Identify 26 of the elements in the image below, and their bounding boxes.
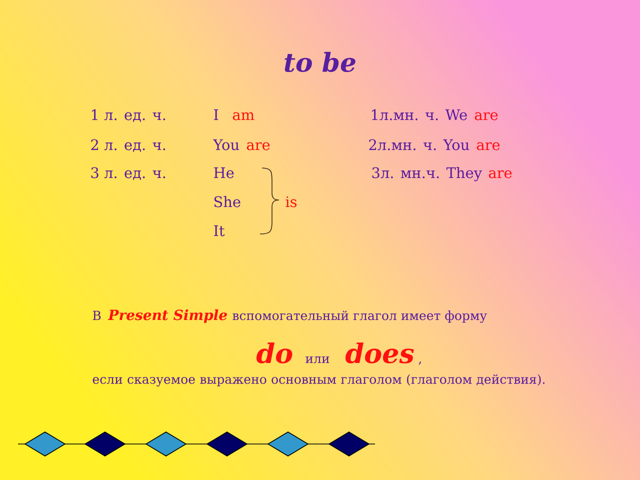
- pronoun: She: [214, 196, 240, 208]
- verb-form: is: [286, 196, 297, 208]
- sentence-text: вспомогательный глагол имеет форму: [232, 310, 487, 323]
- verb-form: are: [476, 142, 500, 150]
- pronoun: It: [214, 225, 225, 236]
- pronoun: I: [214, 109, 218, 120]
- auxiliary-verb: do: [256, 342, 292, 364]
- verb-form: are: [488, 170, 512, 178]
- auxiliary-verb: does: [345, 342, 414, 364]
- sentence-text: или: [306, 356, 330, 364]
- person-label: 3 л. ед. ч.: [91, 167, 166, 180]
- verb-form: am: [232, 112, 254, 120]
- person-label: 1 л. ед. ч.: [92, 109, 166, 122]
- pronoun: He: [214, 167, 234, 178]
- pronoun: You: [213, 139, 240, 150]
- person-label: 1л.мн. ч. We: [372, 109, 467, 120]
- term: Present Simple: [108, 309, 227, 323]
- sentence-text: если сказуемое выражено основным глаголом (глаголом действия).: [92, 374, 545, 386]
- sentence-text: В: [92, 310, 101, 320]
- title: to be: [284, 52, 356, 72]
- person-label: 2 л. ед. ч.: [91, 139, 166, 152]
- person-label: 3л. мн.ч. They: [372, 166, 482, 182]
- person-label: 2л.мн. ч. You: [369, 139, 470, 150]
- sentence-text: ,: [418, 362, 421, 365]
- verb-form: are: [246, 142, 270, 150]
- verb-form: are: [474, 112, 498, 120]
